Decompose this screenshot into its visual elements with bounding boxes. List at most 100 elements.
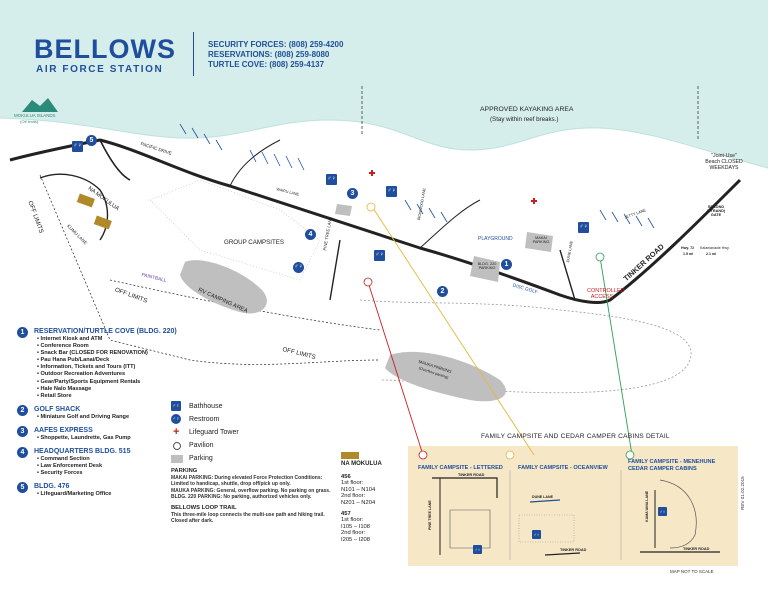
mokulua-islands-icon	[22, 98, 58, 112]
legend-subitem: • Hale Nalo Massage	[37, 385, 92, 392]
na-mokulua-swatch	[341, 452, 359, 459]
parking-note-line: MAUKA PARKING: General, overflow parking…	[171, 487, 331, 494]
mauka-parking-lot	[385, 351, 506, 402]
controlled-access-label: CONTROLLED ACCESS	[587, 288, 625, 300]
bathhouse-icon: ♂♀	[473, 545, 482, 554]
bathhouse-icon: ♂♀	[532, 530, 541, 539]
legend-subitem: • Lifeguard/Marketing Office	[37, 491, 112, 498]
inset-dune-lane: DUNE LANE	[532, 495, 553, 499]
ocean	[0, 0, 768, 168]
bathhouse-icon: ♂♀	[171, 401, 181, 411]
small-parking-lot	[335, 204, 352, 216]
unit-line: N201 – N204	[341, 499, 376, 506]
unit-line: 2nd floor:	[341, 530, 366, 537]
map-badge-3[interactable]: 3	[347, 188, 358, 199]
icon-legend-row: Parking	[171, 453, 291, 466]
legend-number-badge: 4	[17, 447, 28, 459]
icon-legend-label: Pavilion	[189, 442, 214, 449]
parking-note-line: Limited to handicap, shuttle, drop off/p…	[171, 481, 291, 488]
parking-note-line: MAKAI PARKING: During elevated Force Pro…	[171, 475, 323, 481]
legend-subitem: • Law Enforcement Desk	[37, 463, 103, 470]
legend-subitem: • Retail Store	[37, 392, 72, 399]
legend-title: RESERVATION/TURTLE COVE (BLDG. 220)	[34, 328, 177, 335]
unit-line: 1st floor:	[341, 480, 364, 487]
bathhouse-icon: ♂♀	[578, 222, 589, 233]
building-457-label: 457	[341, 510, 351, 517]
marker-c-circle	[595, 252, 605, 262]
inset-col-lettered: FAMILY CAMPSITE - LETTERED	[418, 465, 503, 471]
inset-pine-tree-lane: PINE TREE LANE	[428, 500, 432, 530]
restroom-icon: ♂♀	[171, 414, 181, 424]
inner-road	[419, 199, 481, 249]
legend-subitem: • Pau Hana Pub/Lanai/Deck	[37, 357, 110, 364]
hwy-72-distance: 1.5 mi	[683, 252, 694, 256]
legend-number-badge: 3	[17, 425, 28, 437]
legend-subitem: • Internet Kiosk and ATM	[37, 336, 103, 342]
map-badge-2[interactable]: 2	[437, 286, 448, 297]
logo-subtitle: AIR FORCE STATION	[36, 64, 164, 75]
icon-legend-label: Bathhouse	[189, 403, 223, 410]
group-campsites-label: GROUP CAMPSITES	[224, 239, 285, 246]
connector-a	[367, 281, 424, 456]
bathhouse-icon: ♂♀	[658, 507, 667, 516]
legend-title: AAFES EXPRESS	[34, 426, 93, 434]
header-divider	[193, 32, 194, 76]
ironwood-road	[559, 249, 576, 301]
na-mokulua-building-456	[76, 193, 95, 208]
icon-legend-row: ♂♀ Restroom	[171, 414, 291, 427]
makai-parking-label: MAKAI PARKING	[532, 236, 550, 244]
pine-tree-lane-road	[329, 239, 341, 301]
inset-marker-a-circle	[418, 450, 428, 460]
loop-trail-line: This three-mile loop connects the multi-…	[171, 511, 325, 518]
icon-legend-row: Pavilion	[171, 440, 291, 453]
parking-notes: PARKING MAKAI PARKING: During elevated F…	[171, 468, 337, 524]
hwy-72-label: Hwy. 72	[681, 246, 695, 250]
legend-subitem: • Command Section	[37, 456, 90, 463]
kalanianaole-distance: 2.1 mi	[706, 252, 717, 256]
inset-tinker-road-a: TINKER ROAD	[458, 473, 485, 477]
makai-parking-lot	[525, 232, 553, 252]
bathhouse-icon: ♂♀	[386, 186, 397, 197]
joint-use-beach-label: "Joint-Use" Beach CLOSED WEEKDAYS	[705, 153, 743, 171]
inset-col-menehune: FAMILY CAMPSITE - MENEHUNE CEDAR CAMPER …	[628, 459, 716, 472]
icon-legend-row: ♂♀ Bathhouse	[171, 401, 291, 414]
loop-trail-line: Closed after dark.	[171, 518, 214, 525]
icon-legend-row: + Lifeguard Tower	[171, 427, 291, 440]
shoreline	[0, 117, 768, 169]
inset-tinker-road-b: TINKER ROAD	[560, 548, 587, 552]
contact-turtle-cove: TURTLE COVE: (808) 259-4137	[208, 60, 325, 69]
bldg-220-parking-label: BLDG. 220 PARKING	[477, 262, 497, 270]
marker-b-circle	[366, 202, 376, 212]
legend-number-badge: 2	[17, 404, 28, 416]
building-456-label: 456	[341, 473, 351, 480]
revision-date: REV 01.02.2015	[740, 476, 745, 510]
inset-kamaaina-lane: KAMA'AINA LANE	[645, 490, 649, 522]
restroom-icon: ♂♀	[293, 262, 304, 273]
map-badge-1[interactable]: 1	[501, 259, 512, 270]
inset-oceanview-map	[518, 499, 581, 556]
off-limits-boundary	[39, 174, 381, 365]
icon-legend-label: Lifeguard Tower	[189, 429, 239, 436]
na-mokulua-box: NA MOKULUA 456 1st floor: N101 – N104 2n…	[341, 452, 401, 544]
unit-line: N101 – N104	[341, 486, 376, 493]
parking-notes-title: PARKING	[171, 468, 198, 474]
legend-number-badge: 1	[17, 327, 28, 338]
unit-line: 1st floor:	[341, 517, 364, 524]
map-badge-4[interactable]: 4	[305, 229, 316, 240]
kayak-area-title: APPROVED KAYAKING AREA	[480, 106, 574, 113]
kalanianaole-label: Kalanianaole Hwy.	[700, 246, 730, 250]
bldg-220-parking-lot	[470, 256, 500, 282]
legend-title: BLDG. 476	[34, 483, 70, 491]
waipu-road	[229, 139, 281, 187]
marker-a-circle	[363, 277, 373, 287]
kayak-area-subtitle: (Stay within reef breaks.)	[490, 116, 559, 123]
map-badge-5[interactable]: 5	[86, 135, 97, 146]
group-campsites-area	[149, 179, 321, 281]
legend-subitem: • Conference Room	[37, 343, 89, 350]
logo-title: BELLOWS	[34, 34, 176, 64]
map-not-to-scale: MAP NOT TO SCALE	[670, 569, 714, 574]
bathhouse-icon: ♂♀	[374, 250, 385, 261]
